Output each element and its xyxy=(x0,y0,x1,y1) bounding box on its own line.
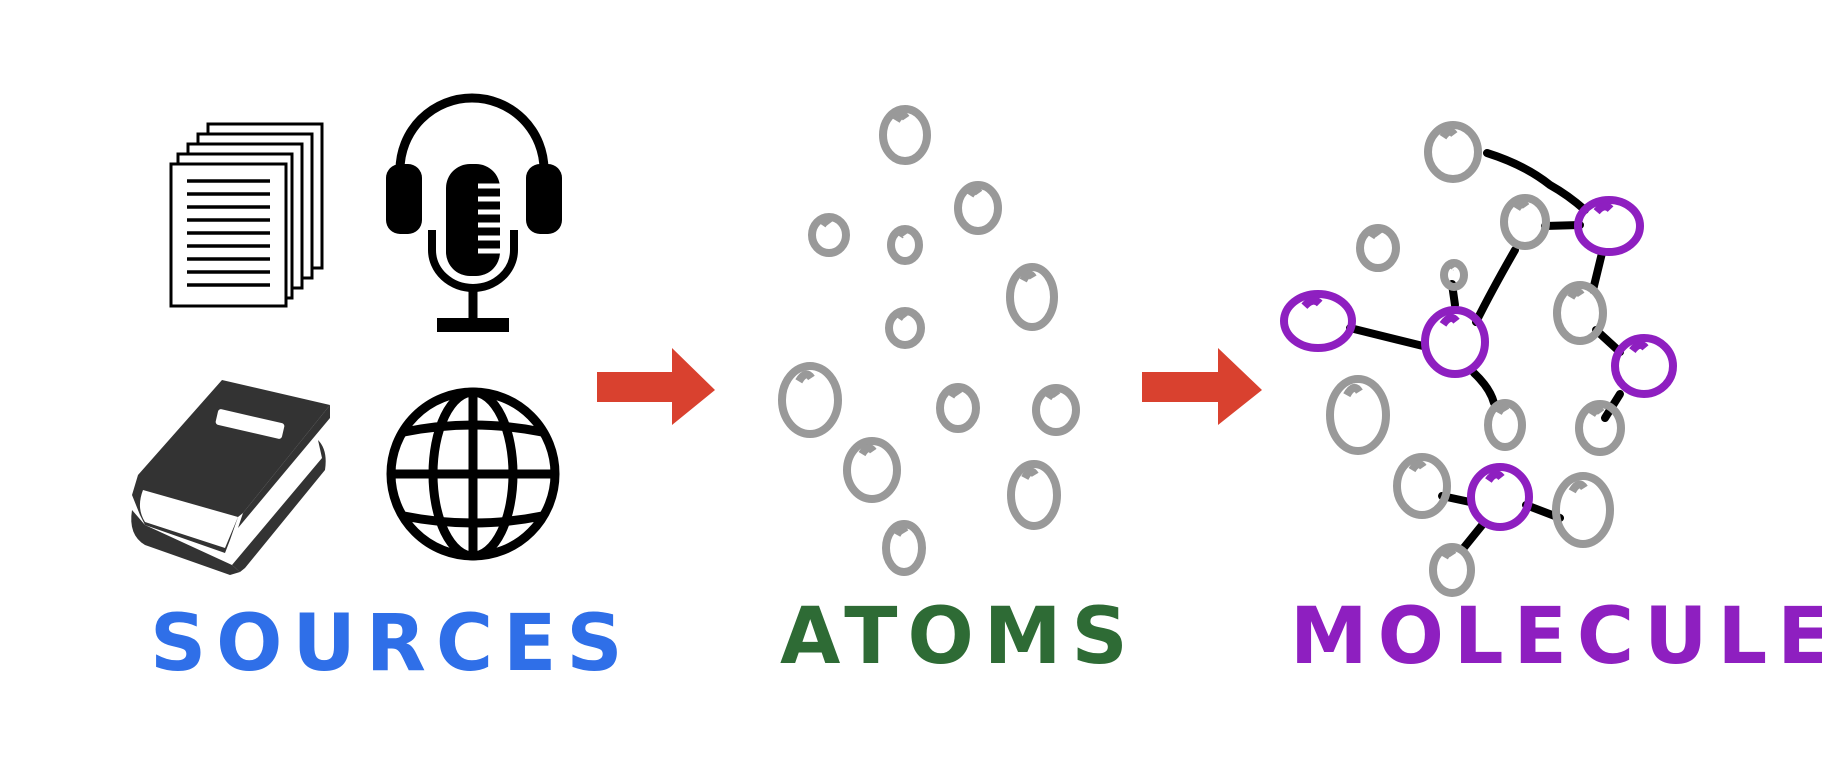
molecule-atom-4-stroke xyxy=(1513,199,1530,212)
atom-11 xyxy=(1007,460,1061,530)
molecule-atom-6-stroke xyxy=(1567,287,1585,300)
molecule-atom-7-stroke xyxy=(1301,296,1323,309)
molecule-atom-1-stroke xyxy=(1439,127,1458,140)
molecule-atom-1 xyxy=(1424,121,1482,183)
atom-1 xyxy=(879,105,931,165)
molecule-atom-9 xyxy=(1611,334,1677,398)
atom-4 xyxy=(954,181,1002,235)
molecule-atom-11 xyxy=(1484,399,1526,451)
podcast-microphone-icon xyxy=(386,93,562,332)
molecule-atom-16 xyxy=(1429,543,1475,597)
bond-7 xyxy=(1472,246,1519,326)
atom-3-stroke xyxy=(896,228,909,239)
molecule-atom-5-stroke xyxy=(1593,202,1614,215)
atom-6 xyxy=(885,307,925,349)
atom-7-stroke xyxy=(795,370,815,384)
molecule-atom-10 xyxy=(1326,375,1390,455)
molecule-atom-4 xyxy=(1500,194,1550,250)
molecule-atom-8 xyxy=(1421,306,1489,378)
atom-5 xyxy=(1006,263,1058,331)
atom-6-stroke xyxy=(895,311,909,322)
arrow-sources-to-atoms xyxy=(597,348,715,425)
molecule-atom-6 xyxy=(1553,281,1607,345)
molecule-atom-8-stroke xyxy=(1439,313,1460,327)
book-icon xyxy=(131,380,330,575)
molecule-atom-3-stroke xyxy=(1446,261,1458,271)
molecule-atom-15-stroke xyxy=(1568,480,1588,494)
atom-3 xyxy=(887,225,923,265)
atom-7 xyxy=(778,362,842,438)
bond-12 xyxy=(1458,520,1487,554)
bond-6 xyxy=(1346,324,1427,350)
molecule-atom-9-stroke xyxy=(1629,340,1649,354)
molecule-atom-11-stroke xyxy=(1494,404,1510,415)
bond-3 xyxy=(1589,249,1606,294)
molecule-atom-13-stroke xyxy=(1408,460,1427,473)
bond-1 xyxy=(1483,149,1589,214)
molecules-label: MOLECULES xyxy=(1290,592,1822,682)
molecule-atom-5 xyxy=(1574,196,1644,256)
molecule-atom-14-stroke xyxy=(1485,470,1505,483)
atom-5-stroke xyxy=(1019,270,1037,283)
atom-9-stroke xyxy=(1044,389,1061,401)
atom-9 xyxy=(1032,384,1080,436)
atom-4-stroke xyxy=(966,186,983,198)
bond-9 xyxy=(1470,369,1498,407)
molecule-atom-14 xyxy=(1467,463,1533,531)
molecule-atoms xyxy=(1280,121,1677,597)
atom-12-stroke xyxy=(893,525,909,537)
sources-label: SOURCES xyxy=(150,599,633,689)
molecule-atom-13 xyxy=(1393,453,1451,519)
globe-icon xyxy=(386,387,560,561)
molecule-bonds xyxy=(1346,149,1624,554)
atom-8 xyxy=(936,383,980,433)
molecule-atom-7 xyxy=(1280,290,1356,352)
atoms-cloud xyxy=(778,105,1080,576)
molecule-atom-2 xyxy=(1356,224,1400,272)
atom-2-stroke xyxy=(818,217,834,228)
molecule-atom-16-stroke xyxy=(1440,548,1457,560)
molecule-atom-10-stroke xyxy=(1343,383,1363,398)
atoms-label: ATOMS xyxy=(780,592,1138,682)
atom-10 xyxy=(843,437,901,503)
molecule-atom-12 xyxy=(1575,400,1625,456)
atom-1-stroke xyxy=(892,111,910,123)
atom-2 xyxy=(808,213,850,257)
molecule-atom-2-stroke xyxy=(1367,228,1383,240)
atom-11-stroke xyxy=(1021,467,1039,480)
documents-icon xyxy=(169,122,324,308)
atom-10-stroke xyxy=(858,444,877,457)
arrow-atoms-to-molecules xyxy=(1142,348,1262,425)
molecule-atom-15 xyxy=(1552,472,1614,548)
atom-8-stroke xyxy=(947,388,963,399)
atom-12 xyxy=(882,520,926,576)
molecule-atom-12-stroke xyxy=(1588,405,1605,418)
